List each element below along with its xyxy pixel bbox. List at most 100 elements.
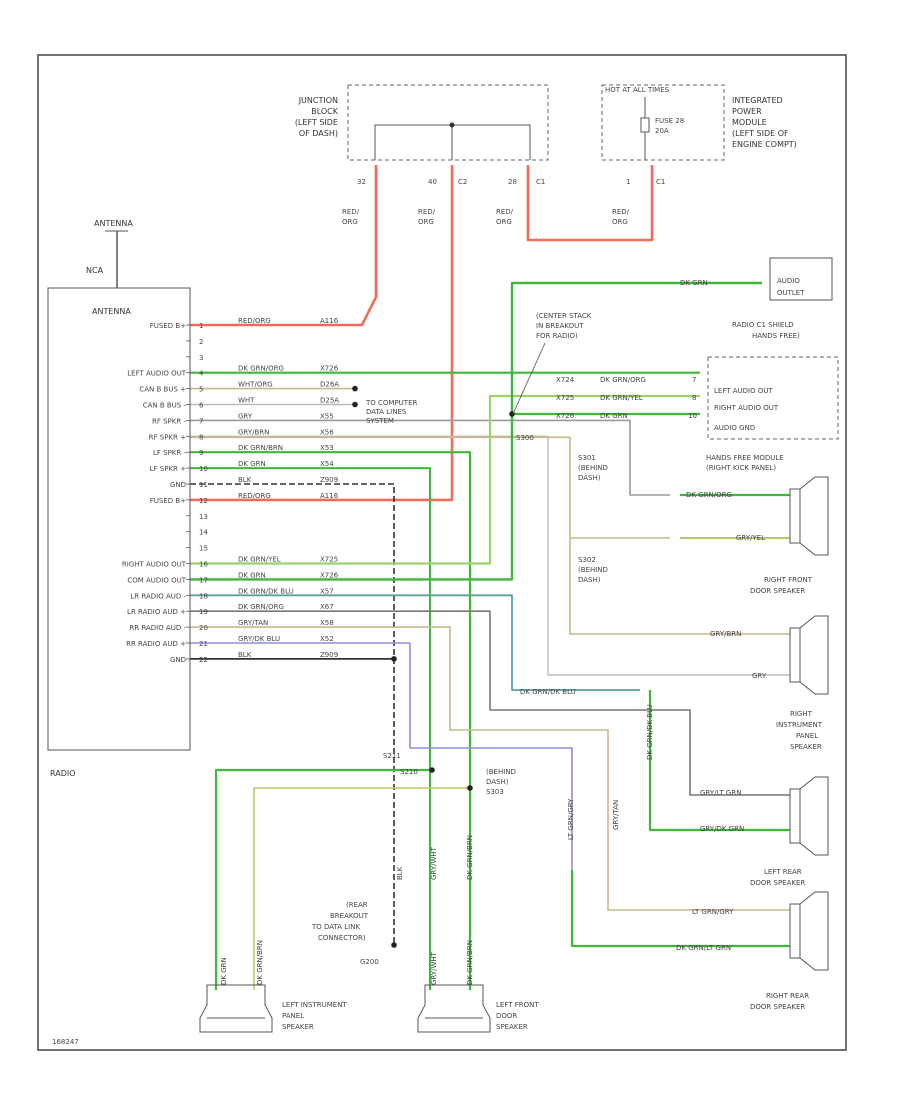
lfd-speaker-shape bbox=[417, 984, 491, 1033]
wire-red-pin1 bbox=[190, 165, 378, 327]
radio-pin-label: CAN B BUS - bbox=[143, 402, 187, 410]
jb-line-1: JUNCTION bbox=[298, 96, 338, 105]
fuse-name: FUSE 28 bbox=[655, 117, 684, 125]
jb-line-2: BLOCK bbox=[311, 107, 339, 116]
radio-pin-label: LR RADIO AUD + bbox=[127, 608, 186, 616]
radio-pin-wire: DK GRN bbox=[238, 460, 266, 468]
jb-line-3: (LEFT SIDE bbox=[295, 118, 338, 127]
lfd-wire-upper-1: GRY/WHT bbox=[430, 846, 438, 880]
ao-wire: DK GRN bbox=[680, 279, 708, 287]
radio-pin-number: 22 bbox=[199, 656, 208, 664]
rrd-line-1: RIGHT REAR bbox=[766, 992, 809, 1000]
cs-line-3: FOR RADIO) bbox=[536, 332, 578, 340]
radio-pin-number: 15 bbox=[199, 545, 208, 553]
fuse-rating: 20A bbox=[655, 127, 669, 135]
hf-w1-circ: X724 bbox=[556, 376, 575, 384]
radio-pin-13: 13 bbox=[186, 513, 208, 521]
rear-breakout: (REAR BREAKOUT TO DATA LINK CONNECTOR) G… bbox=[311, 866, 404, 966]
hfm-line-2: (RIGHT KICK PANEL) bbox=[706, 464, 776, 472]
junction-node bbox=[449, 122, 455, 128]
ipm-line-4: (LEFT SIDE OF bbox=[732, 129, 789, 138]
radio-pin-label: RF SPKR - bbox=[152, 417, 186, 425]
radio-pin-wire: DK GRN/DK BLU bbox=[238, 587, 294, 595]
radio-pin-number: 20 bbox=[199, 624, 208, 632]
lrd-wire-2: DK GRN/LT GRN bbox=[676, 944, 731, 952]
right-speaker-2 bbox=[789, 615, 829, 695]
radio-pin-label: LF SPKR - bbox=[153, 449, 186, 457]
speaker-magnet bbox=[789, 488, 801, 544]
fuse-box: HOT AT ALL TIMES FUSE 28 20A 1 C1 INTEGR… bbox=[601, 84, 797, 186]
radio-pin-label: CAN B BUS + bbox=[139, 386, 186, 394]
radio-pin-label: RIGHT AUDIO OUT bbox=[122, 561, 187, 569]
radio-pin-wire: GRY/BRN bbox=[238, 428, 269, 436]
junction-block: JUNCTION BLOCK (LEFT SIDE OF DASH) 32 40… bbox=[295, 84, 549, 186]
radio-pin-label: LEFT AUDIO OUT bbox=[127, 370, 186, 378]
diagram-frame bbox=[37, 54, 847, 1051]
radio-pin-circuit: D25A bbox=[320, 397, 339, 405]
rfd-line-1: RIGHT FRONT bbox=[764, 576, 813, 584]
radio-pin-14: 14 bbox=[186, 529, 208, 537]
lfd-wire-upper-2: DK GRN/BRN bbox=[466, 835, 474, 880]
fuse-symbol bbox=[640, 117, 650, 133]
bus-line-2: DATA LINES bbox=[366, 408, 407, 416]
radio-pin-wire: WHT bbox=[238, 397, 255, 405]
radio-pin-circuit: D26A bbox=[320, 381, 339, 389]
radio-pin-circuit: X726 bbox=[320, 365, 339, 373]
wire-gnd-11 bbox=[190, 483, 395, 945]
ao-line-1: AUDIO bbox=[777, 277, 800, 285]
rfd-wire-2: GRY bbox=[752, 672, 767, 680]
radio-pin-wire: DK GRN/ORG bbox=[238, 365, 284, 373]
pw-b-2: ORG bbox=[418, 218, 434, 226]
pw-a-1: RED/ bbox=[342, 208, 360, 216]
wire-rr-plus bbox=[190, 642, 573, 870]
pw-c-2: ORG bbox=[496, 218, 512, 226]
hot-label: HOT AT ALL TIMES bbox=[605, 86, 670, 94]
hf-w3-pin: 10 bbox=[688, 412, 697, 420]
radio-name: RADIO bbox=[50, 769, 76, 778]
wire-layer bbox=[190, 165, 790, 990]
speaker-cone bbox=[799, 615, 829, 695]
wire-lr-minus bbox=[190, 594, 640, 691]
antenna: ANTENNA NCA bbox=[86, 219, 133, 288]
wire-red-fuse bbox=[526, 165, 654, 242]
radio-pin-label: FUSED B+ bbox=[150, 322, 186, 330]
hf-w1-wire: DK GRN/ORG bbox=[600, 376, 646, 384]
lrd-wire-1: LT GRN/GRY bbox=[692, 908, 734, 916]
radio-pin-number: 13 bbox=[199, 513, 208, 521]
wire-red-pin12 bbox=[190, 165, 454, 502]
bus-line-1: TO COMPUTER bbox=[365, 399, 417, 407]
speaker-magnet bbox=[789, 627, 801, 683]
wire-s302 bbox=[569, 538, 790, 635]
bottom-wire-labels: DK GRN DK GRN/BRN GRY/WHT DK GRN/BRN GRY… bbox=[220, 835, 474, 985]
jb-pin-c2: C2 bbox=[458, 178, 467, 186]
radio-pin-circuit: X725 bbox=[320, 556, 338, 564]
radio-pin-number: 7 bbox=[199, 417, 203, 425]
s301-3: DASH) bbox=[578, 474, 601, 482]
lip-wire-1: DK GRN bbox=[220, 957, 228, 985]
radio-pin-number: 3 bbox=[199, 354, 203, 362]
speaker-magnet bbox=[789, 903, 801, 959]
handsfree-connector: RADIO C1 SHIELD HANDS FREE) LEFT AUDIO O… bbox=[556, 321, 839, 440]
cs-line-2: IN BREAKOUT bbox=[536, 322, 584, 330]
lip-wire-2: DK GRN/BRN bbox=[256, 940, 264, 985]
rb-line-2: BREAKOUT bbox=[330, 912, 369, 920]
radio-pin-circuit: Z909 bbox=[320, 651, 338, 659]
dot-s210 bbox=[429, 767, 435, 773]
radio-pin-number: 12 bbox=[199, 497, 208, 505]
radio-pin-circuit: X67 bbox=[320, 603, 334, 611]
rb-line-1: (REAR bbox=[346, 901, 368, 909]
jb-pin-28: 28 bbox=[508, 178, 517, 186]
junction-block-outline bbox=[347, 84, 549, 161]
hf-w2-pin: 8 bbox=[692, 394, 696, 402]
mid-wire-labels: DK GRN/DK BLU DK GRN/DK BLU GRY/TAN LT G… bbox=[520, 688, 654, 840]
radio-pin-number: 8 bbox=[199, 433, 203, 441]
radio-pin-label: RR RADIO AUD + bbox=[126, 640, 186, 648]
